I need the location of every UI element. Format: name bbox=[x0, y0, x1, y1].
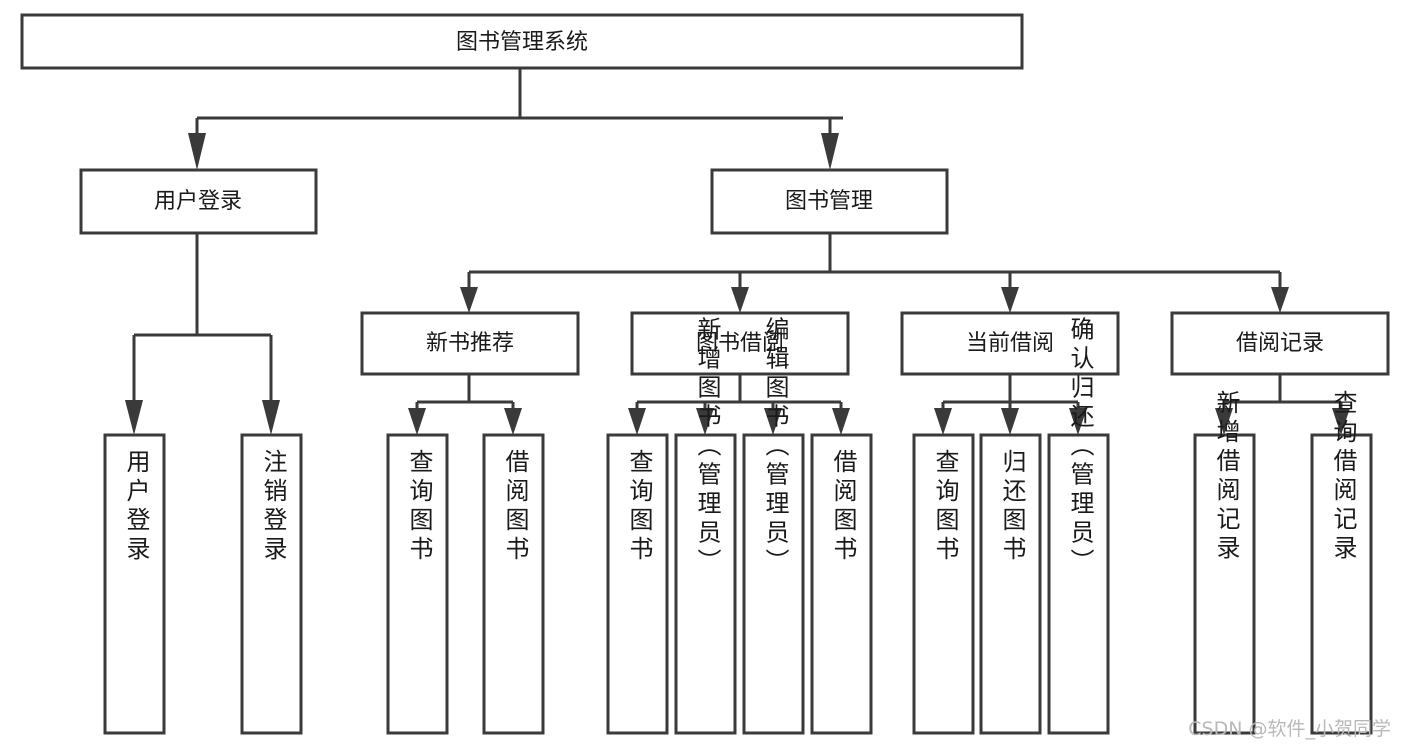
node-leaf-query-book-3-box[interactable] bbox=[912, 433, 975, 735]
node-book-borrow-label: 图书借阅 bbox=[696, 331, 784, 356]
node-leaf-query-book-3[interactable]: 查询图书 bbox=[912, 433, 975, 735]
node-book-borrow-box[interactable] bbox=[630, 311, 850, 376]
node-leaf-query-book-2-label: 查询图书 bbox=[625, 449, 653, 565]
node-borrow-record-label: 借阅记录 bbox=[1236, 331, 1324, 356]
arrowhead-borrow-record bbox=[1271, 287, 1289, 313]
node-book-borrow[interactable]: 图书借阅 bbox=[630, 311, 850, 376]
node-leaf-borrow-book-1-label: 借阅图书 bbox=[501, 449, 529, 565]
node-root[interactable]: 图书管理系统 bbox=[20, 13, 1024, 70]
node-leaf-query-record[interactable]: 查询借阅记录 bbox=[1310, 390, 1373, 735]
arrowhead-leaf-logout-login bbox=[262, 400, 280, 435]
node-leaf-return-book-box[interactable] bbox=[979, 433, 1042, 735]
connector-group-book-manage bbox=[460, 233, 1289, 313]
node-leaf-query-book-3-label: 查询图书 bbox=[931, 449, 959, 565]
arrowhead-new-book-recommend bbox=[460, 287, 478, 313]
node-leaf-query-record-label: 查询借阅记录 bbox=[1329, 390, 1357, 564]
node-book-manage-label: 图书管理 bbox=[785, 189, 873, 214]
node-leaf-edit-book-box[interactable] bbox=[742, 433, 805, 735]
node-book-manage-box[interactable] bbox=[710, 168, 949, 235]
arrowhead-user-login bbox=[188, 133, 206, 170]
arrowhead-leaf-confirm-return bbox=[1069, 408, 1087, 435]
node-user-login[interactable]: 用户登录 bbox=[79, 168, 318, 235]
node-leaf-edit-book[interactable]: 编辑图书（管理员） bbox=[742, 317, 805, 735]
node-leaf-query-book-1-label: 查询图书 bbox=[405, 449, 433, 565]
node-leaf-add-record-box[interactable] bbox=[1193, 433, 1256, 735]
node-leaf-query-book-1-box[interactable] bbox=[386, 433, 449, 735]
node-leaf-query-book-2-box[interactable] bbox=[606, 433, 669, 735]
node-user-login-label: 用户登录 bbox=[154, 189, 242, 214]
connector-group-book-borrow bbox=[628, 374, 850, 435]
node-leaf-return-book[interactable]: 归还图书 bbox=[979, 433, 1042, 735]
arrowhead-leaf-query-book-3 bbox=[934, 408, 952, 435]
node-leaf-confirm-return-label: 确认归还（管理员） bbox=[1066, 317, 1094, 578]
arrowhead-book-borrow bbox=[731, 287, 749, 313]
arrowhead-leaf-query-record bbox=[1332, 408, 1350, 435]
arrowhead-leaf-borrow-book-1 bbox=[504, 408, 522, 435]
node-leaf-borrow-book-2-label: 借阅图书 bbox=[829, 449, 857, 565]
node-leaf-logout-login[interactable]: 注销登录 bbox=[240, 433, 303, 735]
arrowhead-leaf-edit-book bbox=[764, 408, 782, 435]
node-leaf-query-book-2[interactable]: 查询图书 bbox=[606, 433, 669, 735]
node-root-label: 图书管理系统 bbox=[456, 30, 588, 55]
node-leaf-borrow-book-2-box[interactable] bbox=[810, 433, 873, 735]
arrowhead-leaf-return-book bbox=[1001, 408, 1019, 435]
node-root-box[interactable] bbox=[20, 13, 1024, 70]
node-leaf-borrow-book-2[interactable]: 借阅图书 bbox=[810, 433, 873, 735]
node-current-borrow[interactable]: 当前借阅 bbox=[900, 311, 1120, 376]
node-leaf-logout-login-box[interactable] bbox=[240, 433, 303, 735]
node-leaf-user-login-label: 用户登录 bbox=[122, 449, 150, 565]
node-leaf-logout-login-label: 注销登录 bbox=[259, 449, 287, 565]
node-leaf-return-book-label: 归还图书 bbox=[998, 449, 1026, 565]
node-borrow-record[interactable]: 借阅记录 bbox=[1170, 311, 1390, 376]
connector-group-borrow-record bbox=[1215, 374, 1350, 435]
node-current-borrow-label: 当前借阅 bbox=[966, 331, 1054, 356]
connector-group-current-borrow bbox=[934, 374, 1087, 435]
node-leaf-user-login[interactable]: 用户登录 bbox=[103, 433, 166, 735]
node-leaf-add-book-box[interactable] bbox=[674, 433, 737, 735]
arrowhead-leaf-add-record bbox=[1215, 408, 1233, 435]
node-new-book-recommend-label: 新书推荐 bbox=[426, 331, 514, 356]
node-leaf-borrow-book-1[interactable]: 借阅图书 bbox=[482, 433, 545, 735]
arrowhead-leaf-user-login bbox=[125, 400, 143, 435]
node-current-borrow-box[interactable] bbox=[900, 311, 1120, 376]
arrowhead-book-manage bbox=[821, 133, 839, 170]
node-leaf-add-record-label: 新增借阅记录 bbox=[1212, 390, 1240, 564]
node-leaf-add-record[interactable]: 新增借阅记录 bbox=[1193, 390, 1256, 735]
arrowhead-leaf-borrow-book-2 bbox=[832, 408, 850, 435]
node-leaf-query-record-box[interactable] bbox=[1310, 433, 1373, 735]
node-leaf-edit-book-label: 编辑图书（管理员） bbox=[761, 317, 789, 578]
node-borrow-record-box[interactable] bbox=[1170, 311, 1390, 376]
node-leaf-confirm-return[interactable]: 确认归还（管理员） bbox=[1047, 317, 1110, 735]
node-new-book-recommend-box[interactable] bbox=[360, 311, 580, 376]
arrowhead-leaf-query-book-2 bbox=[628, 408, 646, 435]
arrowhead-current-borrow bbox=[1001, 287, 1019, 313]
node-leaf-add-book[interactable]: 新增图书（管理员） bbox=[674, 317, 737, 735]
connector-group-root bbox=[188, 68, 843, 170]
node-leaf-user-login-box[interactable] bbox=[103, 433, 166, 735]
node-leaf-add-book-label: 新增图书（管理员） bbox=[693, 317, 721, 578]
node-leaf-confirm-return-box[interactable] bbox=[1047, 433, 1110, 735]
node-leaf-query-book-1[interactable]: 查询图书 bbox=[386, 433, 449, 735]
node-book-manage[interactable]: 图书管理 bbox=[710, 168, 949, 235]
node-leaf-borrow-book-1-box[interactable] bbox=[482, 433, 545, 735]
node-user-login-box[interactable] bbox=[79, 168, 318, 235]
connector-group-user-login bbox=[125, 233, 280, 435]
arrowhead-leaf-query-book-1 bbox=[408, 408, 426, 435]
connector-group-new-book-recommend bbox=[408, 374, 522, 435]
node-new-book-recommend[interactable]: 新书推荐 bbox=[360, 311, 580, 376]
arrowhead-leaf-add-book bbox=[696, 408, 714, 435]
